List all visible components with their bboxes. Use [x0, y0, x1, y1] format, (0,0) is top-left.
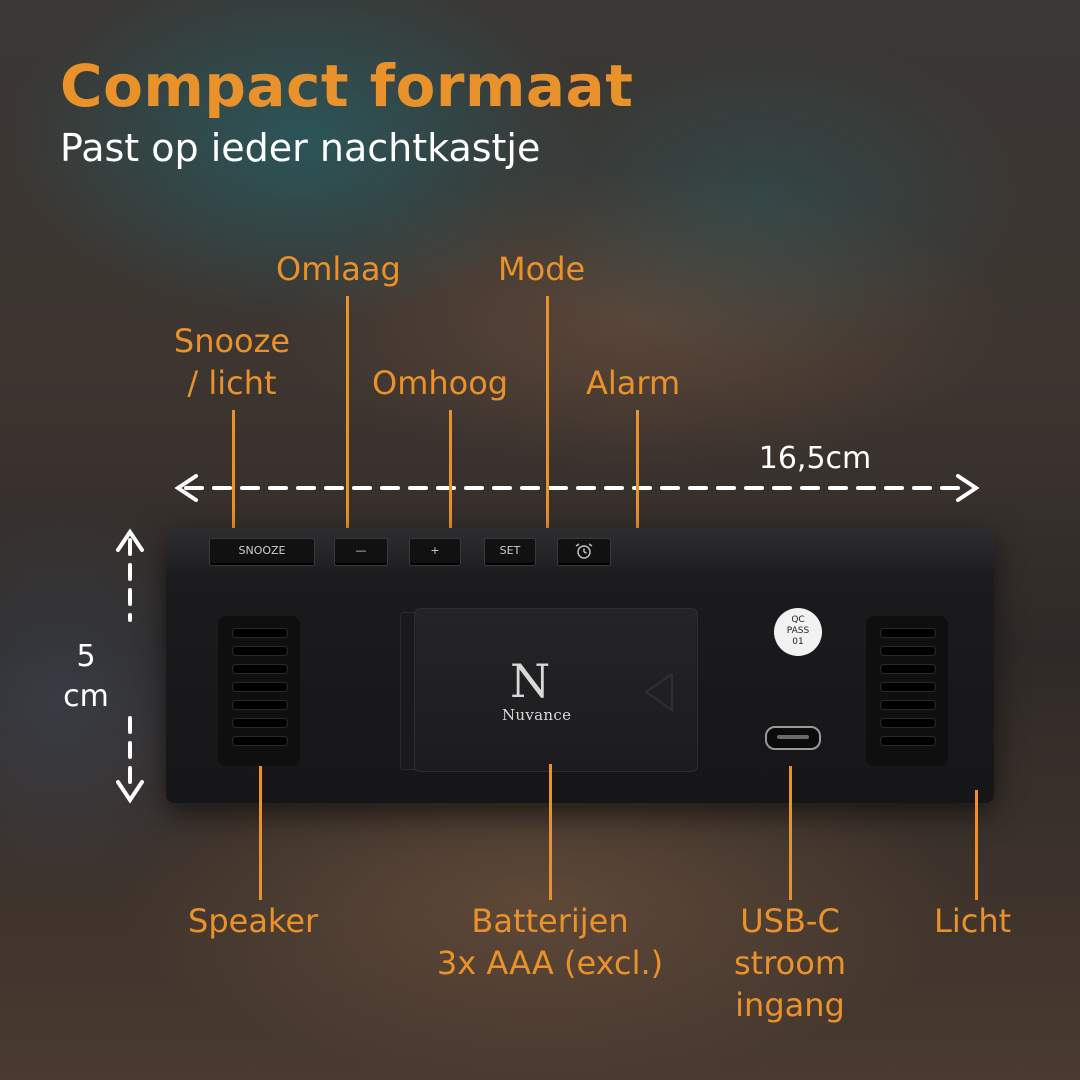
label-alarm: Alarm — [586, 364, 681, 402]
up-button[interactable]: + — [409, 538, 461, 566]
leader-speaker — [259, 766, 262, 900]
grill-slot — [880, 646, 936, 656]
label-batterijen-line1: Batterijen — [471, 902, 629, 940]
speaker-grill-left — [218, 616, 300, 766]
label-omhoog: Omhoog — [372, 364, 509, 402]
grip-ridges-icon — [644, 673, 673, 712]
grill-slot — [232, 736, 288, 746]
grill-slot — [880, 628, 936, 638]
label-usbc-line1: USB-C — [740, 902, 840, 940]
snooze-button[interactable]: SNOOZE — [209, 538, 315, 566]
leader-batterijen — [549, 764, 552, 900]
brand-logo-text: Nuvance — [502, 706, 572, 724]
height-unit: cm — [63, 679, 109, 714]
page-title: Compact formaat — [60, 52, 634, 120]
grill-slot — [232, 682, 288, 692]
label-snooze-line2: / licht — [187, 364, 277, 402]
label-snooze-line1: Snooze — [173, 322, 291, 360]
height-value: 5 — [76, 639, 96, 674]
label-usbc: USB-C stroom ingang — [720, 900, 860, 1026]
leader-snooze — [232, 410, 235, 540]
grill-slot — [880, 664, 936, 674]
grill-slot — [880, 700, 936, 710]
leader-mode — [546, 296, 549, 540]
brand-logo-mark: N — [510, 654, 551, 708]
grill-slot — [880, 718, 936, 728]
label-speaker: Speaker — [188, 902, 319, 940]
grill-slot — [232, 700, 288, 710]
grill-slot — [880, 682, 936, 692]
leader-usbc — [789, 766, 792, 900]
label-mode: Mode — [498, 250, 586, 288]
alarm-clock-icon — [575, 543, 593, 559]
label-batterijen-line2: 3x AAA (excl.) — [436, 944, 664, 982]
usb-c-port[interactable] — [765, 726, 821, 750]
grill-slot — [232, 646, 288, 656]
width-arrow — [174, 474, 980, 502]
label-licht: Licht — [934, 902, 1012, 940]
alarm-button[interactable] — [557, 538, 611, 566]
leader-omlaag — [346, 296, 349, 540]
set-button[interactable]: SET — [484, 538, 536, 566]
grill-slot — [232, 718, 288, 728]
page-subtitle: Past op ieder nachtkastje — [60, 126, 541, 170]
leader-omhoog — [449, 410, 452, 540]
label-usbc-line2: stroom — [734, 944, 846, 982]
grill-slot — [232, 628, 288, 638]
leader-alarm-vertical — [636, 410, 639, 540]
qc-pass-sticker: QC PASS 01 — [774, 608, 822, 656]
grill-slot — [232, 664, 288, 674]
label-usbc-line3: ingang — [735, 986, 845, 1024]
qc-line2: PASS — [786, 626, 810, 636]
height-arrow — [116, 528, 144, 804]
label-batterijen: Batterijen 3x AAA (excl.) — [430, 900, 670, 984]
width-label: 16,5cm — [758, 441, 872, 476]
down-button[interactable]: — — [334, 538, 388, 566]
leader-licht — [975, 790, 978, 900]
label-omlaag: Omlaag — [276, 250, 401, 288]
usb-c-contact — [777, 735, 809, 739]
speaker-grill-right — [866, 616, 948, 766]
qc-line1: QC — [791, 615, 805, 625]
label-snooze: Snooze / licht — [166, 320, 298, 404]
grill-slot — [880, 736, 936, 746]
qc-line3: 01 — [792, 637, 804, 647]
battery-cover[interactable] — [414, 608, 698, 772]
